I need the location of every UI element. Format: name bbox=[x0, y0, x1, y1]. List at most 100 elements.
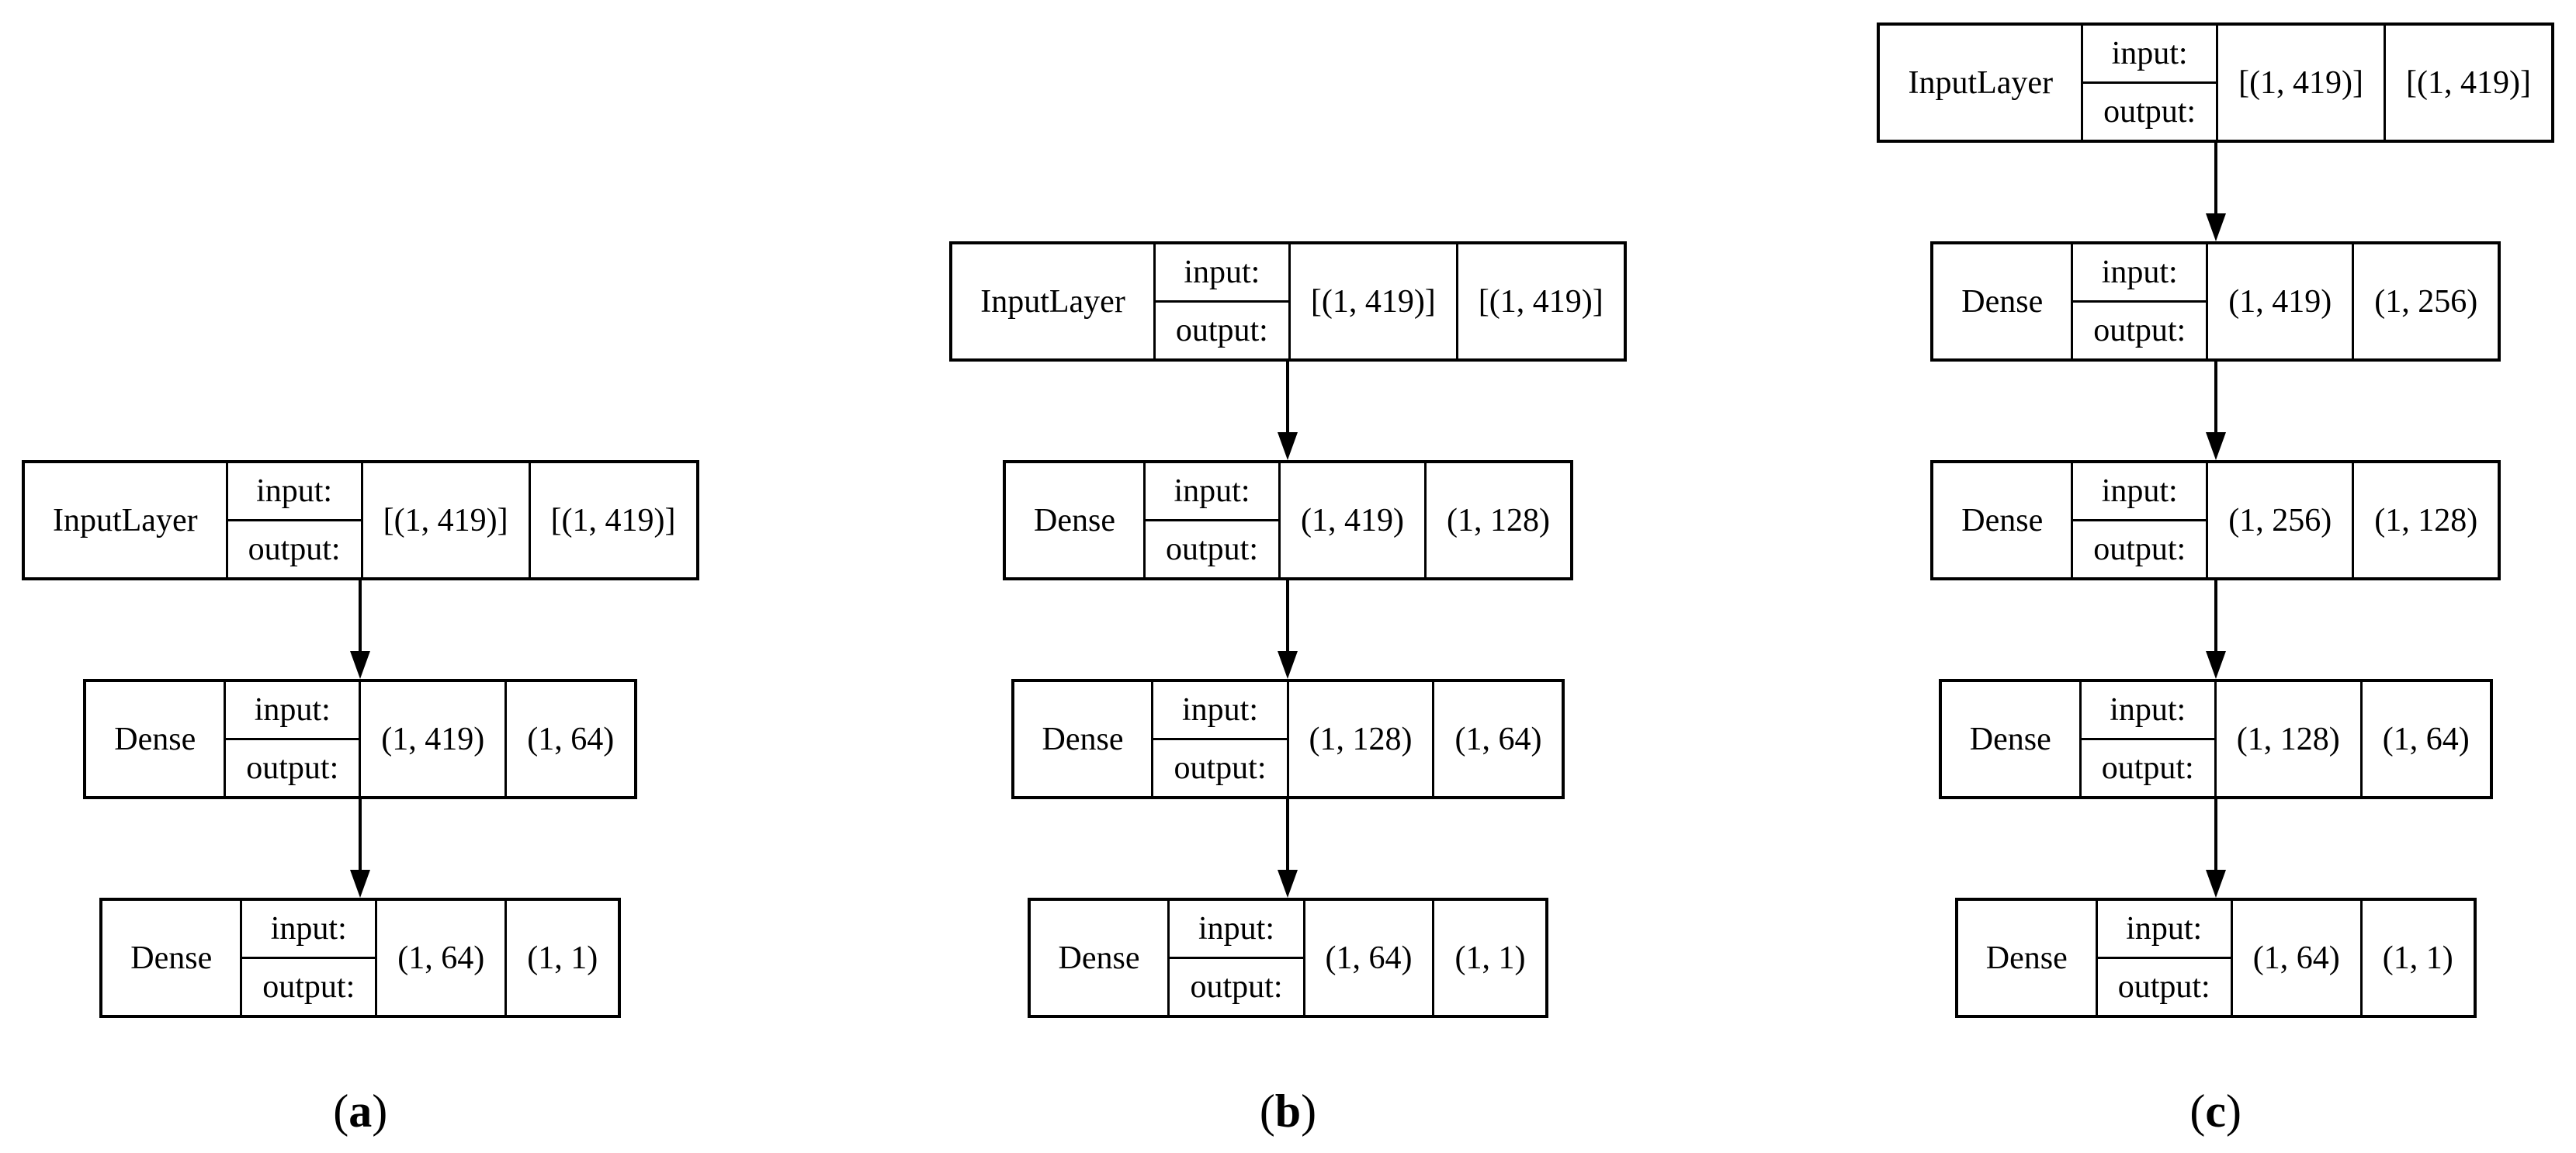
arrow-head-icon bbox=[2205, 870, 2226, 898]
input-label: input: bbox=[1181, 692, 1258, 728]
output-shape: (1, 128) bbox=[2352, 463, 2498, 577]
output-label: output: bbox=[1155, 300, 1288, 358]
output-label: output: bbox=[1170, 957, 1303, 1015]
layer-node-b-3: Dense input: output:(1, 64)(1, 1) bbox=[1027, 898, 1549, 1018]
io-cell: input: output: bbox=[2071, 463, 2207, 577]
input-label: input: bbox=[2126, 911, 2203, 947]
input-shape: (1, 64) bbox=[2230, 901, 2360, 1015]
output-shape: (1, 256) bbox=[2352, 244, 2498, 358]
arrow-head-icon bbox=[350, 870, 371, 898]
flow-arrow bbox=[1278, 580, 1298, 679]
arrow-line bbox=[1286, 799, 1290, 870]
input-shape: (1, 128) bbox=[2214, 682, 2360, 796]
subfigure-label-b: (b) bbox=[1260, 1088, 1316, 1134]
input-label: input: bbox=[270, 911, 347, 947]
input-label: input: bbox=[2111, 36, 2188, 71]
io-cell: input: output: bbox=[1167, 901, 1303, 1015]
output-label: output: bbox=[242, 957, 376, 1015]
output-shape: (1, 1) bbox=[1432, 901, 1545, 1015]
io-cell: input: output: bbox=[1142, 463, 1278, 577]
layer-name: Dense bbox=[1961, 283, 2044, 320]
layer-name: Dense bbox=[1961, 502, 2044, 538]
layer-name: Dense bbox=[1034, 502, 1115, 538]
label-letter: a bbox=[348, 1085, 373, 1137]
label-close-paren: ) bbox=[372, 1085, 388, 1137]
arrow-head-icon bbox=[2205, 432, 2226, 460]
io-cell: input:output: bbox=[1151, 682, 1287, 796]
output-label: output: bbox=[2081, 738, 2214, 796]
flow-arrow bbox=[2205, 799, 2226, 898]
io-cell: input:output: bbox=[225, 463, 361, 577]
layer-node-c-2: Dense input: output:(1, 256)(1, 128) bbox=[1930, 460, 2501, 580]
io-cell: input: output: bbox=[240, 901, 376, 1015]
label-letter: c bbox=[2205, 1085, 2227, 1137]
flow-arrow bbox=[1278, 799, 1298, 898]
subfigure-label-a: (a) bbox=[333, 1088, 387, 1134]
output-label: output: bbox=[2083, 81, 2217, 140]
input-label: input: bbox=[2110, 692, 2186, 728]
input-shape: (1, 419) bbox=[2206, 244, 2352, 358]
label-open-paren: ( bbox=[2189, 1085, 2206, 1137]
arrow-line bbox=[1286, 362, 1290, 432]
layer-name: InputLayer bbox=[980, 283, 1125, 320]
layer-name: InputLayer bbox=[1908, 64, 2054, 101]
arrow-head-icon bbox=[1278, 651, 1298, 679]
arrow-head-icon bbox=[2205, 213, 2226, 241]
arrow-head-icon bbox=[350, 651, 371, 679]
input-shape: (1, 64) bbox=[1302, 901, 1433, 1015]
input-label: input: bbox=[2101, 473, 2178, 509]
output-shape: (1, 64) bbox=[1432, 682, 1562, 796]
arrow-line bbox=[2214, 799, 2217, 870]
output-shape: (1, 64) bbox=[504, 682, 634, 796]
output-shape: [(1, 419)] bbox=[1455, 244, 1624, 358]
io-cell: input: output: bbox=[1153, 244, 1288, 358]
arrow-head-icon bbox=[2205, 651, 2226, 679]
flow-arrow bbox=[2205, 143, 2226, 241]
flow-arrow bbox=[2205, 362, 2226, 460]
arrow-line bbox=[2214, 362, 2217, 432]
label-open-paren: ( bbox=[333, 1085, 349, 1137]
input-shape: (1, 128) bbox=[1286, 682, 1433, 796]
label-open-paren: ( bbox=[1259, 1085, 1275, 1137]
input-shape: (1, 64) bbox=[375, 901, 504, 1015]
output-label: output: bbox=[2073, 300, 2207, 358]
output-label: output: bbox=[2073, 519, 2207, 577]
arrow-line bbox=[359, 799, 362, 870]
layer-name: Dense bbox=[1969, 721, 2051, 757]
layer-name: Dense bbox=[130, 940, 213, 976]
arrow-head-icon bbox=[1278, 432, 1298, 460]
flow-arrow bbox=[2205, 580, 2226, 679]
output-shape: (1, 64) bbox=[2359, 682, 2490, 796]
io-cell: input:output: bbox=[2095, 901, 2231, 1015]
output-label: output: bbox=[226, 738, 359, 796]
layer-name: Dense bbox=[1058, 940, 1140, 976]
input-shape: [(1, 419)] bbox=[2216, 26, 2384, 140]
flow-arrow bbox=[1278, 362, 1298, 460]
label-close-paren: ) bbox=[1301, 1085, 1317, 1137]
input-label: input: bbox=[254, 692, 331, 728]
output-label: output: bbox=[1145, 519, 1278, 577]
io-cell: input: output: bbox=[2078, 682, 2214, 796]
input-label: input: bbox=[1198, 911, 1274, 947]
io-cell: input: output: bbox=[224, 682, 359, 796]
subfigure-label-c: (c) bbox=[2189, 1088, 2241, 1134]
input-shape: (1, 419) bbox=[1278, 463, 1424, 577]
input-shape: [(1, 419)] bbox=[1288, 244, 1456, 358]
arrow-line bbox=[1286, 580, 1290, 651]
input-label: input: bbox=[1184, 254, 1260, 290]
layer-name: Dense bbox=[1985, 940, 2068, 976]
input-label: input: bbox=[1174, 473, 1250, 509]
input-label: input: bbox=[2101, 254, 2178, 290]
label-letter: b bbox=[1274, 1085, 1302, 1137]
io-cell: input: output: bbox=[2071, 244, 2207, 358]
arrow-line bbox=[2214, 143, 2217, 213]
input-shape: (1, 256) bbox=[2206, 463, 2352, 577]
